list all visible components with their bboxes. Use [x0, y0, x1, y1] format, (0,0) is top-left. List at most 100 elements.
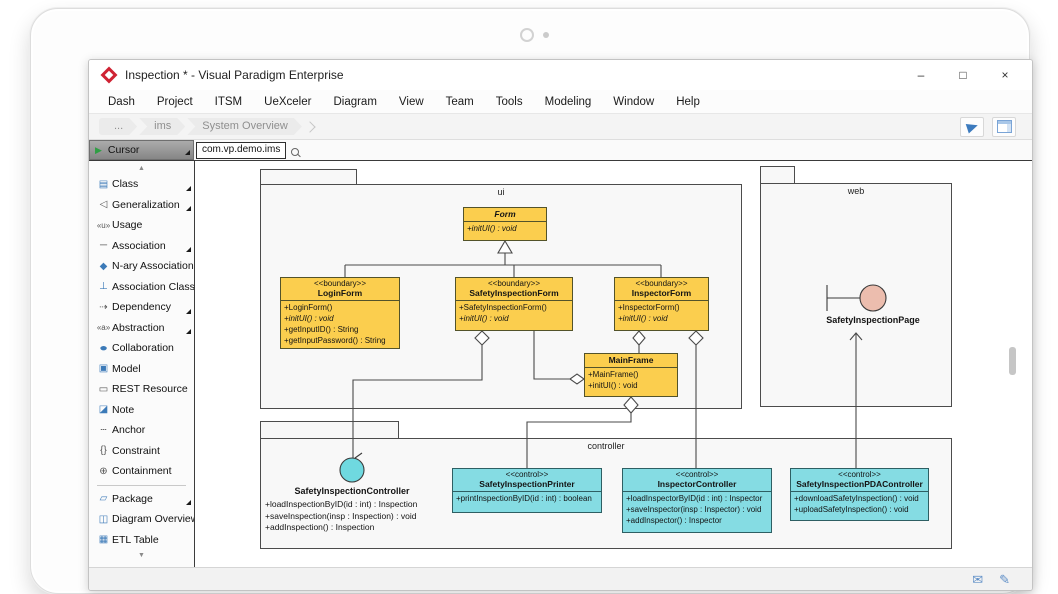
minimize-button[interactable]: – — [917, 68, 925, 82]
class-member: +MainFrame() — [588, 370, 639, 379]
class-form[interactable]: Form +initUI() : void — [463, 207, 547, 241]
palette-item-usage[interactable]: «u» Usage — [96, 219, 143, 232]
class-member: +InspectorForm() — [618, 303, 680, 312]
palette-item-constraint[interactable]: {} Constraint — [89, 441, 194, 462]
controller-circle-shape[interactable] — [339, 452, 365, 483]
palette-item-dependency[interactable]: ⇢ Dependency — [89, 297, 194, 318]
package-controller-tab[interactable] — [260, 421, 399, 438]
class-name: LoginForm — [317, 288, 363, 298]
menu-diagram[interactable]: Diagram — [333, 95, 377, 108]
class-member: +initUI() : void — [588, 381, 638, 390]
generalization-connector[interactable] — [344, 239, 662, 277]
magnifier-icon[interactable] — [291, 148, 300, 156]
submenu-corner-icon — [186, 308, 191, 314]
publish-pointer-button[interactable] — [960, 116, 984, 137]
cursor-label: Cursor — [107, 144, 140, 156]
class-loginform[interactable]: <<boundary>> LoginForm +LoginForm() +ini… — [280, 277, 400, 349]
shape-member: +loadInspectionByID(id : int) : Inspecti… — [265, 499, 418, 509]
menu-view[interactable]: View — [398, 95, 424, 108]
tab-com-vp-demo-ims[interactable]: com.vp.demo.ims — [196, 142, 287, 159]
safetyinspectionpage-label: SafetyInspectionPage — [826, 315, 920, 325]
breadcrumb-system-overview[interactable]: System Overview — [187, 118, 302, 135]
palette-item-cursor[interactable]: ▶ Cursor — [89, 140, 194, 160]
boundary-page-shape[interactable] — [826, 284, 887, 312]
palette-item-rest-resource[interactable]: ▭ REST Resource — [89, 379, 194, 400]
menu-project[interactable]: Project — [156, 95, 193, 108]
breadcrumb-ims[interactable]: ims — [139, 118, 185, 135]
close-button[interactable]: × — [1001, 68, 1009, 82]
title-bar: Inspection * - Visual Paradigm Enterpris… — [89, 60, 1032, 90]
abstraction-icon: «a» — [96, 323, 111, 333]
stereotype: <<control>> — [505, 470, 549, 479]
submenu-corner-icon — [186, 329, 191, 334]
class-member: +uploadSafetyInspection() : void — [794, 505, 909, 514]
menu-team[interactable]: Team — [445, 95, 474, 108]
menu-bar: Dash Project ITSM UeXceler Diagram View … — [89, 90, 1032, 113]
diagram-canvas[interactable]: ui web controller — [194, 161, 1032, 567]
class-member: +initUI() : void — [467, 224, 517, 233]
palette-item-package[interactable]: ▱ Package — [89, 489, 194, 510]
aggregation-sif-controller[interactable] — [352, 330, 490, 458]
class-member: +getInputPassword() : String — [284, 336, 386, 345]
palette-item-containment[interactable]: ⊕ Containment — [89, 461, 194, 482]
app-window: Inspection * - Visual Paradigm Enterpris… — [88, 59, 1033, 591]
visual-paradigm-logo-icon — [100, 66, 118, 84]
compose-icon[interactable]: ✎ — [999, 571, 1010, 587]
maximize-button[interactable]: □ — [959, 68, 967, 82]
package-web-label: web — [847, 186, 865, 196]
palette-scroll-down[interactable]: ▼ — [89, 550, 194, 561]
menu-dash[interactable]: Dash — [108, 95, 135, 108]
class-safetyinspectionpdacontroller[interactable]: <<control>> SafetyInspectionPDAControlle… — [790, 468, 929, 521]
aggregation-mainframe-sif[interactable] — [533, 331, 585, 385]
palette-item-collaboration[interactable]: ● Collaboration — [89, 338, 194, 359]
palette-item-class[interactable]: ▤ Class — [89, 174, 194, 195]
palette-item-abstraction[interactable]: «a» Abstraction — [89, 318, 194, 339]
association-pda-page[interactable] — [849, 332, 863, 468]
palette-item-etl-table[interactable]: ▦ ETL Table — [89, 530, 194, 551]
camera-ring-icon — [520, 28, 534, 42]
menu-window[interactable]: Window — [613, 95, 655, 108]
class-safetyinspectionform[interactable]: <<boundary>> SafetyInspectionForm +Safet… — [455, 277, 573, 331]
palette-item-diagram-overview[interactable]: ◫ Diagram Overview — [89, 509, 194, 530]
menu-itsm[interactable]: ITSM — [214, 95, 243, 108]
palette-item-association-class[interactable]: ⊥ Association Class — [89, 277, 194, 298]
palette-item-generalization[interactable]: ◁ Generalization — [89, 195, 194, 216]
stereotype: <<control>> — [675, 470, 719, 479]
aggregation-inspectorform-inspectorcontroller[interactable] — [688, 330, 704, 468]
aggregation-mainframe-printer[interactable] — [526, 396, 639, 468]
anchor-icon: ┄ — [100, 424, 107, 436]
palette-scroll-up[interactable]: ▲ — [89, 163, 194, 174]
class-inspectorcontroller[interactable]: <<control>> InspectorController +loadIns… — [622, 468, 772, 533]
status-bar: ✉ ✎ — [89, 567, 1032, 590]
package-ui-tab[interactable] — [260, 169, 357, 184]
submenu-corner-icon — [186, 247, 191, 252]
aggregation-inspectorform-mainframe[interactable] — [632, 330, 646, 353]
breadcrumb: ... ims System Overview — [89, 113, 1032, 140]
menu-tools[interactable]: Tools — [495, 95, 523, 108]
package-web-tab[interactable] — [760, 166, 795, 183]
class-member: +loadInspectorByID(id : int) : Inspector — [626, 494, 763, 503]
palette-item-nary-association[interactable]: ◆ N-ary Association — [89, 256, 194, 277]
palette-item-model[interactable]: ▣ Model — [89, 359, 194, 380]
connector-layer — [339, 239, 887, 483]
class-mainframe[interactable]: MainFrame +MainFrame() +initUI() : void — [584, 353, 678, 397]
class-name: InspectorController — [657, 479, 737, 489]
submenu-corner-icon — [186, 500, 191, 505]
palette-item-note[interactable]: ◪ Note — [89, 400, 194, 421]
menu-modeling[interactable]: Modeling — [544, 95, 592, 108]
class-name: MainFrame — [608, 355, 654, 365]
class-inspectorform[interactable]: <<boundary>> InspectorForm +InspectorFor… — [614, 277, 709, 331]
palette-item-association[interactable]: ─ Association — [89, 236, 194, 257]
panel-layout-button[interactable] — [992, 116, 1016, 137]
mail-icon[interactable]: ✉ — [972, 571, 984, 587]
menu-help[interactable]: Help — [676, 95, 700, 108]
menu-uexceler[interactable]: UeXceler — [264, 95, 312, 108]
canvas-vertical-scrollbar[interactable] — [1009, 347, 1016, 375]
class-member: +LoginForm() — [284, 303, 333, 312]
class-safetyinspectionprinter[interactable]: <<control>> SafetyInspectionPrinter +pri… — [452, 468, 602, 513]
palette-divider — [97, 484, 186, 486]
breadcrumb-chevron-icon — [304, 120, 316, 133]
breadcrumb-ellipsis[interactable]: ... — [99, 118, 137, 135]
safetyinspectioncontroller-label: SafetyInspectionController — [294, 486, 410, 496]
palette-item-anchor[interactable]: ┄ Anchor — [89, 420, 194, 441]
